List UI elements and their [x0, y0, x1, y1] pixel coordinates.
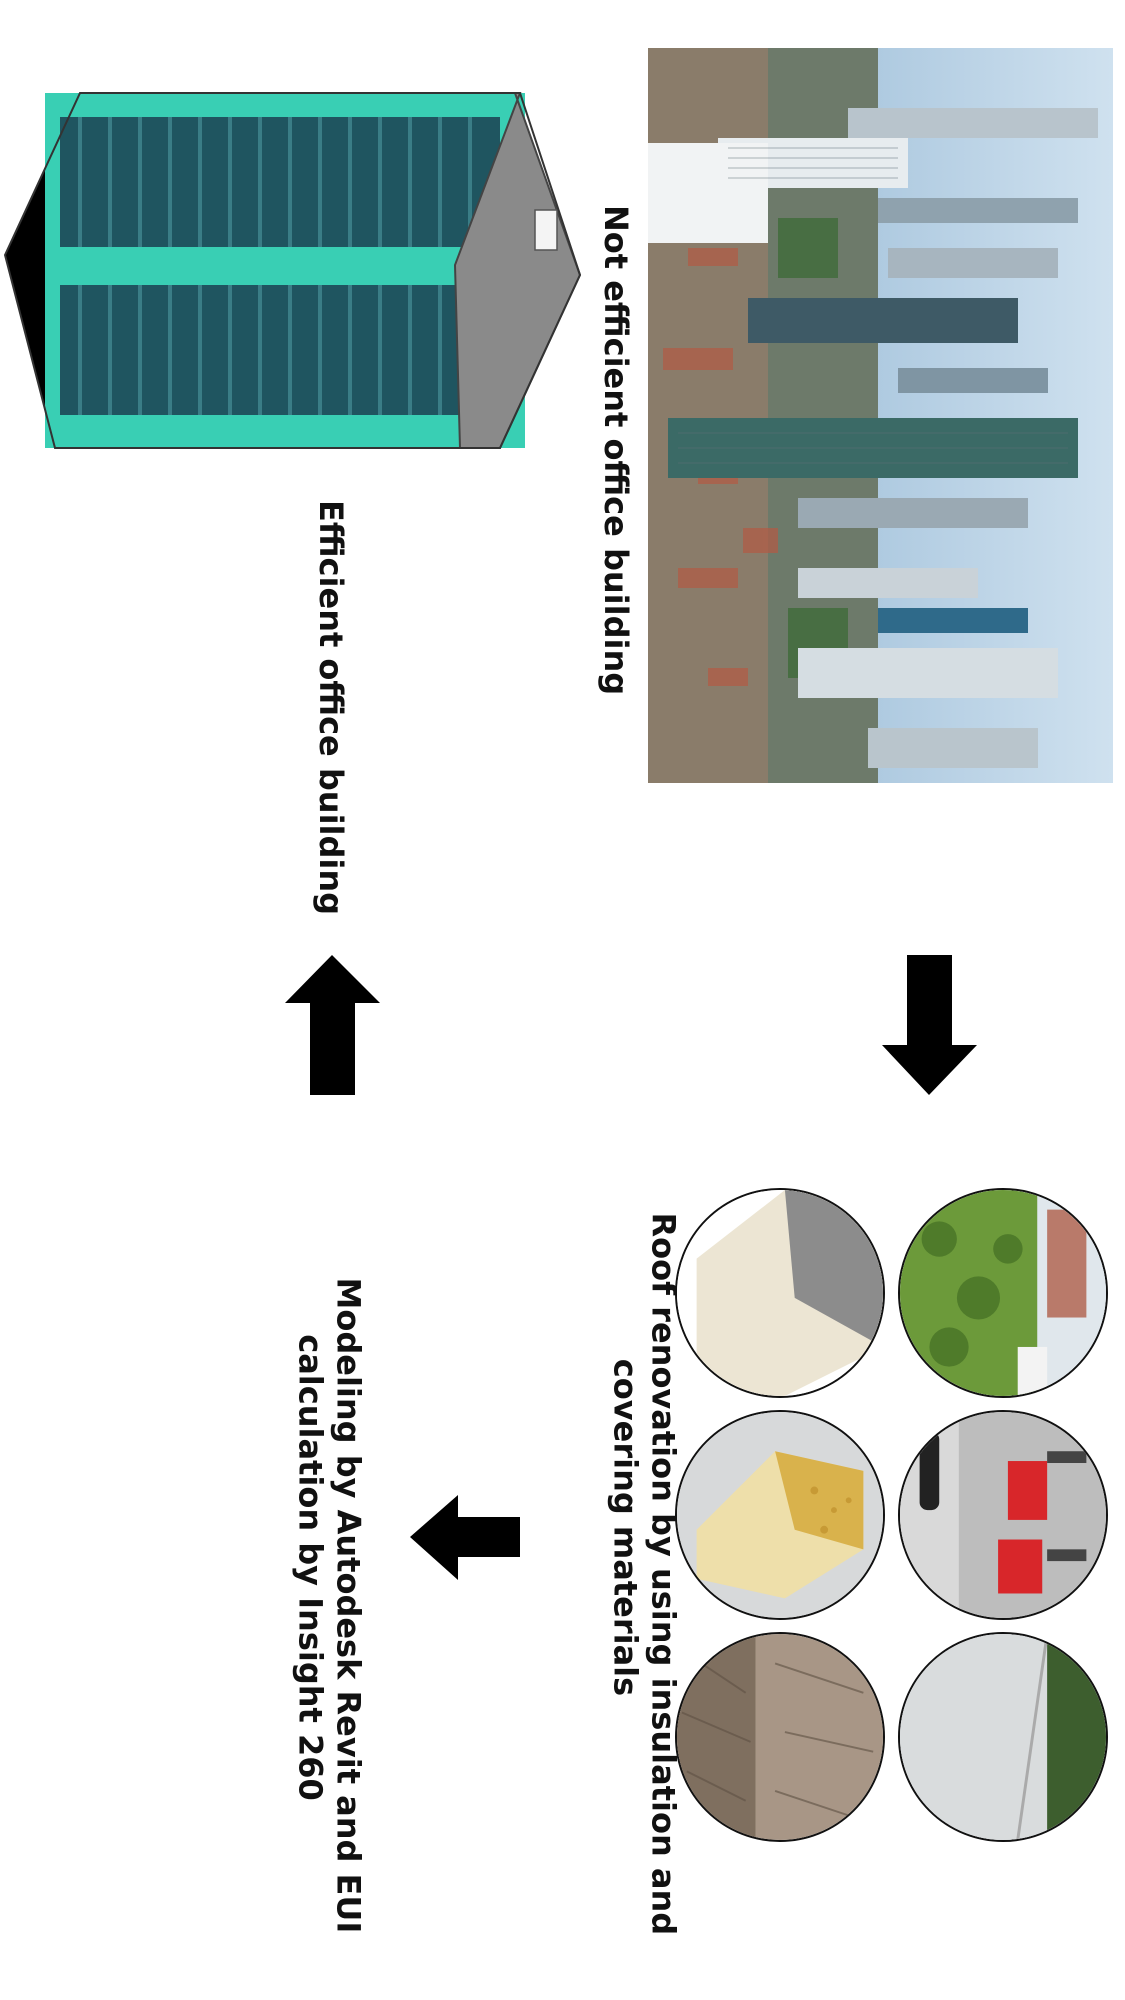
photo-foam-panel: [675, 1188, 885, 1398]
label-efficient: Efficient office building: [312, 500, 350, 916]
photo-green-roof: [898, 1188, 1108, 1398]
arrow-up-icon: [285, 955, 380, 1095]
photo-workers-membrane: [898, 1410, 1108, 1620]
label-roof-renovation-line2: covering materials: [606, 1358, 645, 1697]
building-model: [0, 85, 585, 455]
arrow-down-icon: [882, 955, 977, 1095]
label-modeling-line1: Modeling by Autodesk Revit and EUI: [329, 1277, 368, 1934]
arrow-left-icon: [410, 1495, 520, 1580]
photo-coated-roof: [898, 1632, 1108, 1842]
photo-mineral-wool: [675, 1632, 885, 1842]
label-modeling: Modeling by Autodesk Revit and EUI calcu…: [283, 1277, 368, 1934]
city-skyline-photo: [648, 48, 1113, 783]
label-roof-renovation: Roof renovation by using insulation and …: [598, 1212, 683, 1936]
photo-foam-block: [675, 1410, 885, 1620]
label-not-efficient: Not efficient office building: [597, 205, 635, 696]
label-roof-renovation-line1: Roof renovation by using insulation and: [644, 1212, 683, 1936]
label-modeling-line2: calculation by Insight 260: [291, 1334, 330, 1801]
